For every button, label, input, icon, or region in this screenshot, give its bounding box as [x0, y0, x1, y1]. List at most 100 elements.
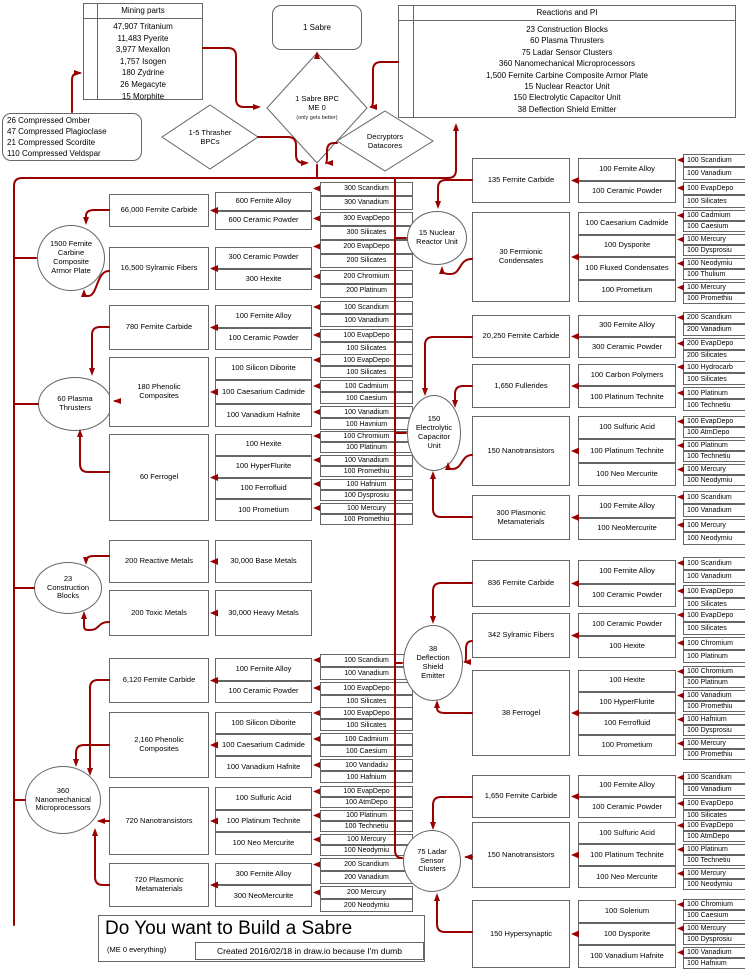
list-divider [413, 6, 414, 117]
sabre-box: 1 Sabre [272, 5, 362, 50]
material-box: 100 Fernite Alloy [578, 158, 676, 181]
mining-parts-item: 11,483 Pyerite [117, 33, 169, 43]
decryptors-datacores-diamond-label: Decryptors Datacores [366, 132, 404, 150]
material-box: 100 Platinum Technite [578, 386, 676, 408]
material-box: 100 Platinum Technite [578, 439, 676, 463]
mineral-box: 200 Silicates [683, 349, 745, 362]
product-circle-plasma-thrusters: 60 Plasma Thrusters [38, 377, 112, 431]
mineral-box: 100 Platinum [683, 844, 745, 855]
mineral-box: 100 Technetiu [683, 399, 745, 411]
mineral-box: 100 Mercury [683, 234, 745, 245]
mineral-box: 100 Silicates [683, 194, 745, 208]
material-box: 100 Prometium [215, 499, 312, 521]
mineral-box: 200 Mercury [320, 886, 413, 899]
component-box: 720 Nanotransistors [109, 787, 209, 855]
material-box: 30,000 Heavy Metals [215, 590, 312, 636]
mineral-box: 100 Hafnium [683, 714, 745, 725]
mineral-box: 100 Vanadium [683, 690, 745, 701]
mineral-box: 200 Vanadium [683, 323, 745, 336]
material-box: 100 Neo Mercurite [578, 866, 676, 888]
reactions-pi-item: 360 Nanomechanical Microprocessors [498, 59, 636, 69]
reactions-pi-item: 1,500 Fernite Carbine Composite Armor Pl… [486, 70, 648, 80]
mining-parts-item: 26 Megacyte [120, 79, 166, 89]
material-box: 100 Ferrofluid [578, 713, 676, 735]
component-box: 6,120 Fernite Carbide [109, 658, 209, 703]
component-box: 30 Fermionic Condensates [472, 212, 570, 302]
material-box: 100 Ceramic Powder [578, 796, 676, 818]
mineral-box: 100 Mercury [683, 868, 745, 879]
mineral-box: 100 Platinum [320, 441, 413, 453]
footer-subtitle: (ME 0 everything) [107, 945, 167, 954]
mineral-box: 100 Neodymiu [320, 845, 413, 856]
material-box: 100 HyperFlurite [215, 455, 312, 478]
mineral-box: 300 EvapDepo [320, 211, 413, 226]
mineral-box: 100 Caesium [683, 910, 745, 921]
component-box: 38 Ferrogel [472, 670, 570, 756]
thrasher-bpcs-diamond [161, 104, 259, 170]
mineral-box: 100 AtmDepo [320, 797, 413, 808]
material-box: 600 Fernite Alloy [215, 191, 312, 211]
mineral-box: 100 EvapDepo [320, 681, 413, 695]
mineral-box: 100 Platinum [683, 387, 745, 399]
mineral-box: 100 Vanadium [683, 783, 745, 796]
component-box: 66,000 Fernite Carbide [109, 194, 209, 227]
mineral-box: 100 Promethiu [320, 513, 413, 525]
product-circle-construction-blocks: 23 Construction Blocks [34, 562, 102, 614]
mineral-box: 100 Chromium [683, 899, 745, 910]
mineral-box: 300 Silicates [320, 225, 413, 240]
compressed-ore-box: 26 Compressed Omber 47 Compressed Plagioc… [2, 113, 142, 161]
mining-parts-item: 3,977 Mexallon [115, 45, 171, 55]
material-box: 100 Sulfuric Acid [578, 822, 676, 844]
compressed-ore-line: 26 Compressed Omber [7, 116, 91, 125]
mineral-box: 100 Dysprosiu [683, 245, 745, 256]
mining-parts-item: 15 Morphite [121, 91, 165, 101]
footer-credit-box: Created 2016/02/18 in draw.io because I'… [195, 942, 424, 960]
component-box: 150 Nanotransistors [472, 822, 570, 888]
mineral-box: 100 Vanadium [320, 454, 413, 466]
mineral-box: 100 Vandadiu [320, 759, 413, 771]
mining-parts-item: 180 Zydrine [121, 68, 165, 78]
material-box: 100 Sulfuric Acid [215, 787, 312, 810]
list-divider [97, 4, 98, 99]
compressed-ore-line: 47 Compressed Plagioclase [7, 127, 107, 136]
material-box: 100 Neo Mercurite [215, 832, 312, 855]
mineral-box: 100 EvapDepo [683, 416, 745, 427]
material-box: 100 Hexite [578, 635, 676, 658]
component-box: 150 Nanotransistors [472, 416, 570, 486]
mineral-box: 100 Scandium [683, 490, 745, 504]
mineral-box: 100 Cadmium [320, 380, 413, 392]
reactions-pi-title: Reactions and PI [399, 6, 735, 21]
material-box: 300 Ceramic Powder [578, 336, 676, 358]
mineral-box: 100 Platinum [683, 649, 745, 663]
mineral-box: 100 Silicates [320, 719, 413, 731]
reactions-pi-item: 150 Electrolytic Capacitor Unit [513, 93, 621, 103]
mining-parts-item: 1,757 Isogen [119, 56, 167, 66]
footer-credit: Created 2016/02/18 in draw.io because I'… [217, 946, 402, 956]
mineral-box: 100 Technetiu [683, 855, 745, 866]
material-box: 100 Vanadium Hafnite [578, 945, 676, 968]
material-box: 100 Fluxed Condensates [578, 257, 676, 280]
mineral-box: 100 Dysprosiu [683, 934, 745, 945]
mineral-box: 100 AtmDepo [683, 831, 745, 842]
mineral-box: 100 EvapDepo [320, 707, 413, 719]
mineral-box: 200 Vanadium [320, 871, 413, 884]
material-box: 100 Fernite Alloy [215, 658, 312, 681]
mineral-box: 100 Promethiu [683, 293, 745, 304]
mineral-box: 100 EvapDepo [683, 608, 745, 622]
mineral-box: 100 EvapDepo [683, 820, 745, 831]
material-box: 100 Ceramic Powder [578, 613, 676, 636]
mineral-box: 200 Neodymiu [320, 899, 413, 912]
mineral-box: 200 Scandium [320, 858, 413, 871]
mineral-box: 300 Vanadium [320, 195, 413, 210]
material-box: 100 Ceramic Powder [578, 583, 676, 607]
mineral-box: 100 Neodymiu [683, 258, 745, 269]
mineral-box: 100 Promethiu [320, 465, 413, 477]
mineral-box: 100 Caesium [683, 221, 745, 232]
material-box: 100 Fernite Alloy [578, 560, 676, 584]
material-box: 300 Hexite [215, 268, 312, 290]
material-box: 300 Ceramic Powder [215, 247, 312, 269]
material-box: 300 Fernite Alloy [578, 315, 676, 337]
mineral-box: 100 Thulium [683, 269, 745, 280]
